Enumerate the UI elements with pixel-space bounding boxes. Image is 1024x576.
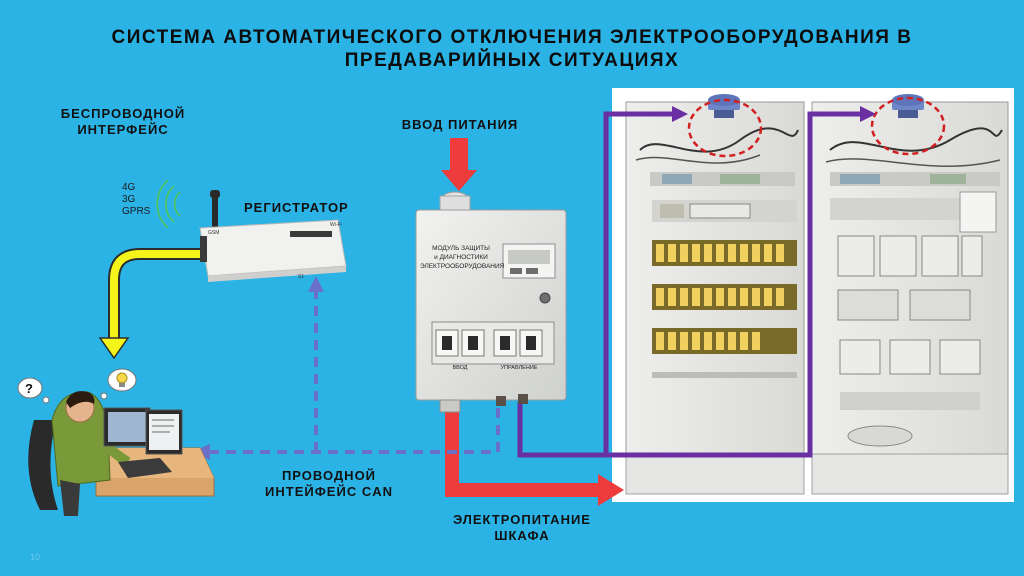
sensor-highlight-right <box>870 96 946 156</box>
cabinet-power-line2: ШКАФА <box>494 528 550 543</box>
wireless-signal-icon <box>156 179 181 229</box>
wireless-label-line1: БЕСПРОВОДНОЙ <box>60 106 186 121</box>
relay-rows <box>656 244 784 350</box>
module-plate-line2: и ДИАГНОСТИКИ <box>434 254 488 261</box>
sensor-arrow-left <box>672 106 688 122</box>
power-input-arrow <box>441 138 477 191</box>
network-type: 3G <box>122 194 136 205</box>
registrator-label: РЕГИСТРАТОР <box>244 200 349 215</box>
svg-text:?: ? <box>25 381 33 396</box>
network-type: GPRS <box>122 206 151 217</box>
page-number: 10 <box>30 552 41 562</box>
network-type: 4G <box>122 182 136 193</box>
cabinet-power-label: ЭЛЕКТРОПИТАНИЕ ШКАФА <box>432 512 612 544</box>
cabinet-power-line1: ЭЛЕКТРОПИТАНИЕ <box>453 512 591 527</box>
can-arrow-to-registrator <box>308 276 324 292</box>
protection-module-box <box>415 191 567 413</box>
registrator-wifi-label: Wi-Fi <box>330 222 342 228</box>
network-types: 4G 3G GPRS <box>122 182 150 218</box>
module-plate: МОДУЛЬ ЗАЩИТЫ и ДИАГНОСТИКИ ЭЛЕКТРООБОРУ… <box>420 244 505 271</box>
wired-label-line1: ПРОВОДНОЙ <box>281 468 377 483</box>
smoke-sensor-right <box>892 94 924 118</box>
electrical-cabinet <box>612 88 1014 502</box>
registrator-gsm-label: GSM <box>208 230 220 236</box>
page-title-line1: СИСТЕМА АВТОМАТИЧЕСКОГО ОТКЛЮЧЕНИЯ ЭЛЕКТ… <box>111 27 913 48</box>
power-input-label: ВВОД ПИТАНИЯ <box>401 117 519 132</box>
registrator-device <box>199 190 347 282</box>
module-plate-line3: ЭЛЕКТРООБОРУДОВАНИЯ <box>420 263 505 270</box>
registrator-s1-label: S1 <box>298 274 305 280</box>
breaker-left-label: ВВОД <box>452 365 468 371</box>
breaker-right-label: УПРАВЛЕНИЕ <box>500 365 538 371</box>
wireless-interface-label: БЕСПРОВОДНОЙ ИНТЕРФЕЙС <box>48 106 198 138</box>
sensor-arrow-right <box>860 106 876 122</box>
page-title: СИСТЕМА АВТОМАТИЧЕСКОГО ОТКЛЮЧЕНИЯ ЭЛЕКТ… <box>0 26 1024 72</box>
wireless-label-line2: ИНТЕРФЕЙС <box>77 122 169 137</box>
cabinet-power-arrow <box>445 410 624 506</box>
module-plate-line1: МОДУЛЬ ЗАЩИТЫ <box>432 245 490 252</box>
sensor-highlight-left <box>687 98 763 158</box>
wired-can-interface-label: ПРОВОДНОЙ ИНТЕЙФЕЙС CAN <box>244 468 414 500</box>
page-title-line2: ПРЕДАВАРИЙНЫХ СИТУАЦИЯХ <box>344 50 680 71</box>
din-rails-right <box>830 172 1000 447</box>
wired-label-line2: ИНТЕЙФЕЙС CAN <box>265 484 393 499</box>
can-bus-lines <box>208 290 500 454</box>
wireless-link-arrow <box>98 248 206 360</box>
sensor-link-lines <box>517 111 862 458</box>
operator-at-computer: ? <box>17 368 215 516</box>
din-rails-left <box>650 172 797 378</box>
